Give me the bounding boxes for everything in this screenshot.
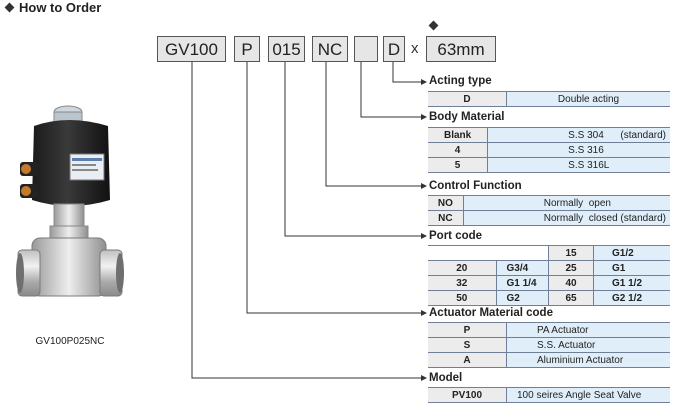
option-code: NC (428, 210, 464, 226)
table-row: 15 G1/2 (428, 245, 670, 261)
option-code: S (428, 337, 507, 353)
table-row: P PA Actuator (428, 322, 670, 338)
table-row: PV100 100 seires Angle Seat Valve (428, 387, 670, 403)
angle-seat-valve-image (16, 105, 124, 297)
option-code: 4 (428, 142, 489, 158)
code-box-actuator-material: P (234, 36, 260, 62)
code-box-body-material (354, 36, 378, 62)
option-description: Normally open (463, 195, 670, 211)
option-description: S.S. Actuator (506, 337, 670, 353)
option-code: 5 (428, 157, 489, 173)
arrow-model-icon (421, 375, 427, 381)
connector-port-code (284, 62, 421, 237)
option-description: S.S 316L (487, 157, 670, 173)
arrow-body-material-icon (421, 114, 427, 120)
option-code: PV100 (428, 387, 507, 403)
port-thread-cell: G2 (496, 290, 549, 306)
connector-acting-type (392, 62, 421, 83)
option-description: Aluminium Actuator (506, 352, 670, 368)
acting-type-table: D Double acting (428, 91, 670, 107)
port-thread-cell: G1 1/4 (496, 275, 549, 291)
model-table: PV100 100 seires Angle Seat Valve (428, 387, 670, 403)
table-row: S S.S. Actuator (428, 337, 670, 353)
port-thread-cell: G1 1/2 (593, 275, 670, 291)
model-title: Model (429, 372, 463, 384)
option-code: A (428, 352, 507, 368)
port-size-cell: 32 (428, 275, 497, 291)
port-thread-cell: G1/2 (593, 245, 670, 261)
table-row: NO Normally open (428, 195, 670, 211)
connector-actuator-material (246, 62, 421, 314)
code-box-control-function: NC (312, 36, 348, 62)
port-thread-cell: G1 (593, 260, 670, 276)
option-description: 100 seires Angle Seat Valve (506, 387, 670, 403)
table-row: 5 S.S 316L (428, 157, 670, 173)
option-code: P (428, 322, 507, 338)
connector-model (191, 62, 421, 379)
port-thread-cell (496, 245, 549, 261)
product-caption: GV100P025NC (35, 336, 105, 347)
code-box-port-code: 015 (268, 36, 305, 62)
option-description: S.S 316 (487, 142, 670, 158)
option-code: NO (428, 195, 464, 211)
code-box-model: GV100 (157, 36, 226, 62)
page-heading: How to Order (4, 0, 101, 15)
acting-type-title: Acting type (429, 75, 492, 87)
port-code-table: 15 G1/2 20 G3/4 25 G1 32 G1 1/4 40 G1 1/… (428, 245, 670, 306)
option-description: PA Actuator (506, 322, 670, 338)
table-row: 20 G3/4 25 G1 (428, 260, 670, 276)
arrow-acting-type-icon (421, 79, 427, 85)
port-size-cell: 65 (548, 290, 594, 306)
code-box-bore-size: 63mm (426, 36, 496, 62)
port-thread-cell: G2 1/2 (593, 290, 670, 306)
port-size-cell: 50 (428, 290, 497, 306)
port-size-cell: 25 (548, 260, 594, 276)
arrow-port-code-icon (421, 233, 427, 239)
body-material-table: Blank S.S 304 (standard) 4 S.S 316 5 S.S… (428, 127, 670, 173)
body-material-title: Body Material (429, 111, 505, 123)
option-description: Double acting (506, 91, 670, 107)
connector-body-material (360, 62, 421, 118)
option-code: Blank (428, 127, 489, 143)
option-description: Normally closed (standard) (463, 210, 670, 226)
actuator-material-table: P PA Actuator S S.S. Actuator A Aluminiu… (428, 322, 670, 368)
multiply-sign: x (411, 40, 419, 57)
arrow-control-function-icon (421, 183, 427, 189)
table-row: 4 S.S 316 (428, 142, 670, 158)
table-row: 32 G1 1/4 40 G1 1/2 (428, 275, 670, 291)
heading-text: How to Order (19, 0, 102, 15)
port-size-cell: 15 (548, 245, 594, 261)
table-row: D Double acting (428, 91, 670, 107)
control-function-table: NO Normally open NC Normally closed (sta… (428, 195, 670, 226)
arrow-actuator-material-icon (421, 310, 427, 316)
connector-control-function (325, 62, 421, 187)
code-box-acting-type: D (383, 36, 405, 62)
port-code-title: Port code (429, 230, 483, 242)
table-row: NC Normally closed (standard) (428, 210, 670, 226)
option-description: S.S 304 (standard) (487, 127, 670, 143)
control-function-title: Control Function (429, 180, 522, 192)
port-size-cell: 40 (548, 275, 594, 291)
port-thread-cell: G3/4 (496, 260, 549, 276)
port-size-cell: 20 (428, 260, 497, 276)
table-row: 50 G2 65 G2 1/2 (428, 290, 670, 306)
actuator-material-title: Actuator Material code (429, 307, 553, 319)
table-row: A Aluminium Actuator (428, 352, 670, 368)
port-size-cell (428, 245, 496, 261)
table-row: Blank S.S 304 (standard) (428, 127, 670, 143)
option-code: D (428, 91, 507, 107)
